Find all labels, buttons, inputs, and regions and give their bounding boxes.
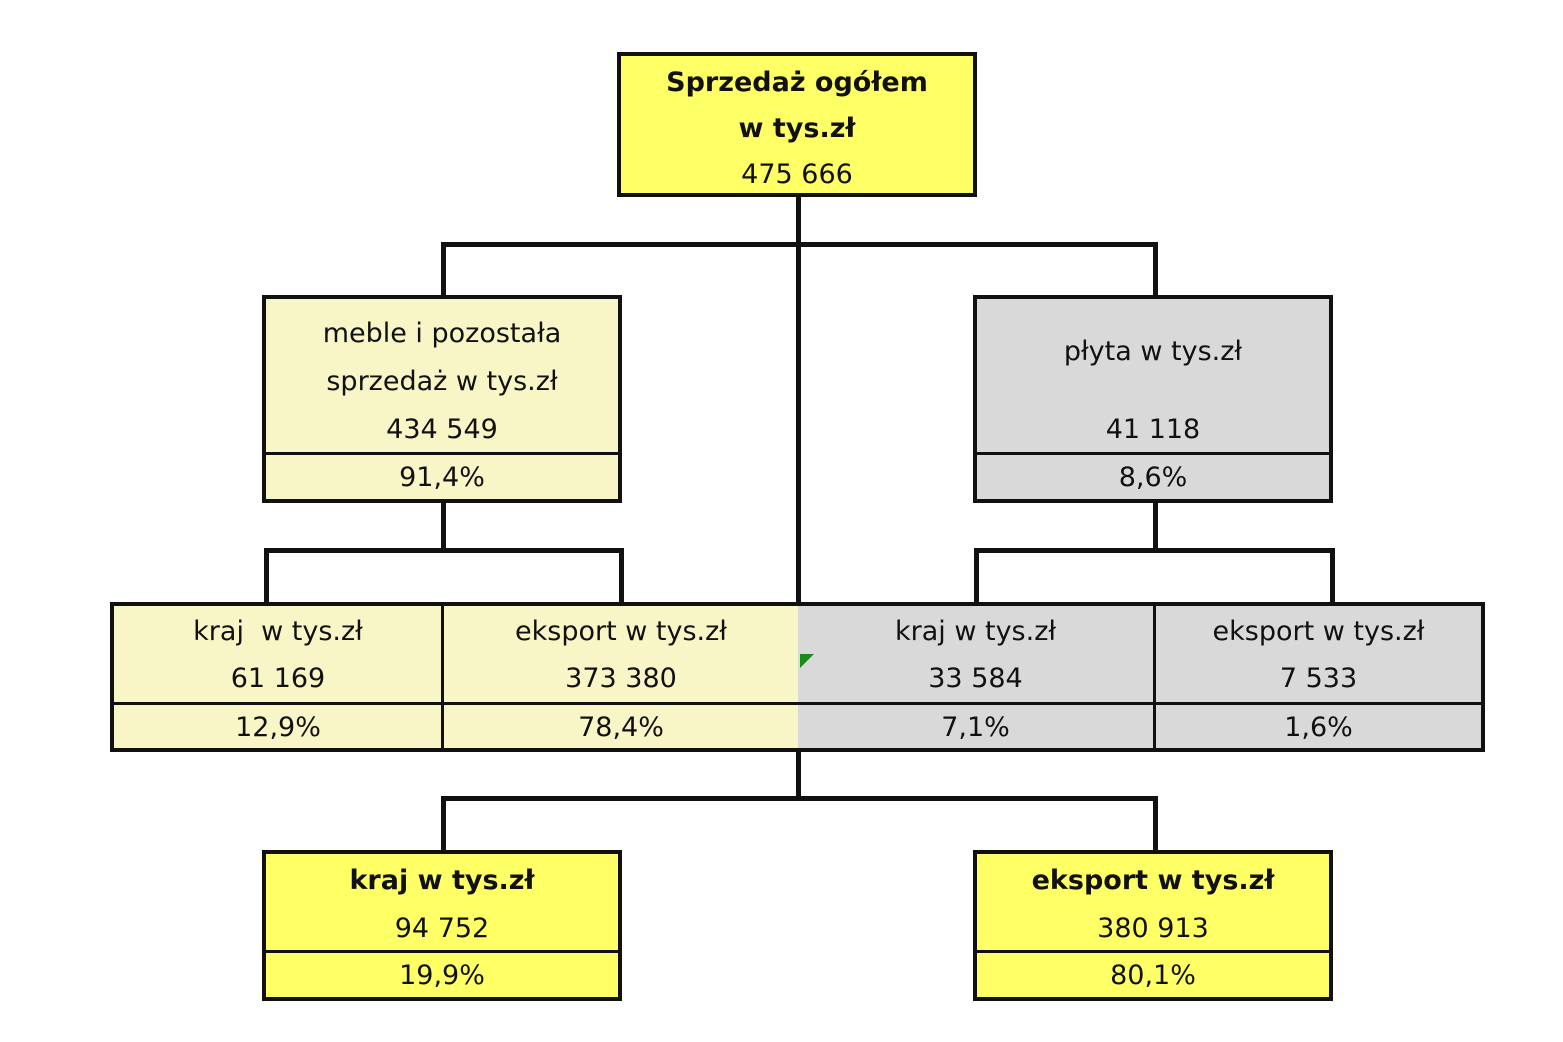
summary-kraj-separator (266, 950, 618, 953)
breakdown-share: 78,4% (578, 712, 664, 743)
meble-title-line2: sprzedaż w tys.zł (326, 366, 558, 397)
breakdown-col-sep-2 (1153, 606, 1156, 748)
breakdown-value: 373 380 (565, 663, 677, 694)
meble-share: 91,4% (399, 462, 485, 493)
breakdown-share: 12,9% (235, 712, 321, 743)
connector-meble-horizontal (264, 548, 624, 553)
summary-eksport-label: eksport w tys.zł (1031, 865, 1275, 896)
breakdown-label: kraj w tys.zł (193, 616, 363, 647)
breakdown-value: 61 169 (230, 663, 326, 694)
breakdown-share: 7,1% (941, 712, 1010, 743)
connector-top-horizontal (441, 242, 1158, 247)
breakdown-label: eksport w tys.zł (515, 616, 727, 647)
connector-to-meble (441, 242, 446, 298)
meble-value: 434 549 (386, 414, 498, 445)
summary-kraj-label: kraj w tys.zł (349, 865, 535, 896)
breakdown-cell-plyta-eksport: eksport w tys.zł 7 533 1,6% (1156, 606, 1481, 748)
connector-total-down (796, 195, 801, 798)
total-sales-box: Sprzedaż ogółem w tys.zł 475 666 (617, 52, 977, 197)
breakdown-label: eksport w tys.zł (1212, 616, 1425, 647)
summary-eksport-value: 380 913 (1097, 913, 1209, 944)
breakdown-label: kraj w tys.zł (894, 616, 1057, 647)
connector-plyta-down (1153, 500, 1158, 552)
connector-to-plyta (1153, 242, 1158, 298)
breakdown-table: kraj w tys.zł 61 169 12,9% eksport w tys… (110, 602, 1485, 752)
meble-separator (266, 452, 618, 455)
breakdown-cell-meble-eksport: eksport w tys.zł 373 380 78,4% (444, 606, 798, 748)
breakdown-value: 33 584 (928, 663, 1023, 694)
comment-marker-icon (800, 654, 814, 668)
summary-kraj-share: 19,9% (399, 960, 485, 991)
breakdown-meble-fill (114, 606, 798, 748)
breakdown-share: 1,6% (1284, 712, 1353, 743)
summary-kraj-value: 94 752 (394, 913, 490, 944)
plyta-title: płyta w tys.zł (1063, 336, 1243, 367)
connector-meble-kraj (264, 548, 269, 604)
plyta-box: płyta w tys.zł 41 118 8,6% (973, 295, 1333, 503)
connector-meble-down (441, 500, 446, 552)
connector-plyta-kraj (974, 548, 979, 604)
connector-to-summary-eksport (1153, 796, 1158, 852)
breakdown-cell-meble-kraj: kraj w tys.zł 61 169 12,9% (114, 606, 442, 748)
total-value: 475 666 (741, 159, 853, 190)
breakdown-cell-plyta-kraj: kraj w tys.zł 33 584 7,1% (798, 606, 1153, 748)
breakdown-value: 7 533 (1279, 663, 1358, 694)
connector-plyta-eksport (1330, 548, 1335, 604)
connector-plyta-horizontal (974, 548, 1335, 553)
breakdown-col-sep-1 (441, 606, 444, 748)
summary-kraj-box: kraj w tys.zł 94 752 19,9% (262, 850, 622, 1001)
total-title-line2: w tys.zł (738, 113, 856, 144)
total-title-line1: Sprzedaż ogółem (666, 67, 928, 98)
plyta-share: 8,6% (1118, 462, 1188, 493)
connector-meble-eksport (619, 548, 624, 604)
connector-to-summary-kraj (441, 796, 446, 852)
summary-eksport-separator (977, 950, 1329, 953)
summary-eksport-share: 80,1% (1110, 960, 1196, 991)
meble-title-line1: meble i pozostała (322, 318, 562, 349)
plyta-separator (977, 452, 1329, 455)
meble-box: meble i pozostała sprzedaż w tys.zł 434 … (262, 295, 622, 503)
summary-eksport-box: eksport w tys.zł 380 913 80,1% (973, 850, 1333, 1001)
connector-bottom-horizontal (441, 796, 1158, 801)
plyta-value: 41 118 (1105, 414, 1201, 445)
breakdown-row-separator (114, 702, 1481, 705)
